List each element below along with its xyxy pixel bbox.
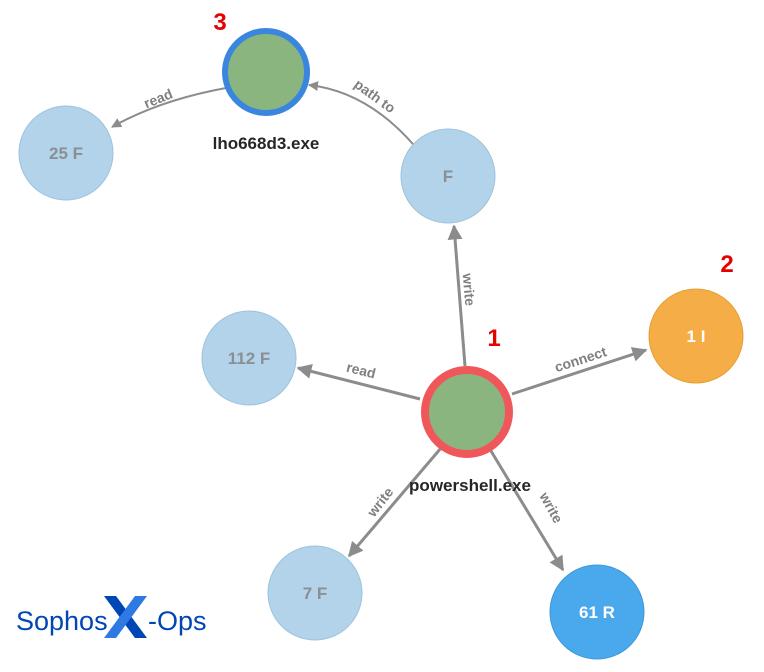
node-label-f25: 25 F: [49, 144, 83, 163]
marker-2: 2: [720, 251, 733, 278]
sophos-x-ops-logo: Sophos -Ops: [16, 596, 207, 638]
edge-labels: read path to write connect read write wr…: [141, 76, 608, 526]
node-f25[interactable]: 25 F: [18, 105, 114, 201]
node-f7[interactable]: 7 F: [267, 545, 363, 641]
edge-f-to-lho[interactable]: [308, 81, 419, 151]
edges: [111, 81, 648, 572]
node-label-f7: 7 F: [303, 584, 328, 603]
node-label-r61: 61 R: [579, 603, 615, 622]
node-caption-powershell: powershell.exe: [409, 476, 531, 495]
logo-text-sophos: Sophos: [16, 606, 108, 636]
node-f112[interactable]: 112 F: [201, 310, 297, 406]
edge-ps-to-ip[interactable]: [511, 347, 648, 396]
x-logo-icon: [104, 596, 147, 638]
edge-label-ps-write-r61: write: [536, 489, 566, 526]
edge-label-ps-write-f7: write: [363, 484, 396, 521]
nodes: lho668d3.exe 25 F F 1 I 112 F powershell…: [18, 28, 744, 660]
logo-text-ops: -Ops: [148, 606, 207, 636]
markers: 3 2 1: [213, 9, 733, 352]
edge-ps-to-f[interactable]: [447, 224, 467, 367]
edge-ps-to-f7[interactable]: [347, 447, 443, 558]
edge-label-ps-write-f: write: [459, 272, 478, 307]
node-lho668d3[interactable]: lho668d3.exe: [213, 28, 320, 153]
node-label-f112: 112 F: [228, 349, 271, 368]
node-f-single[interactable]: F: [400, 128, 496, 224]
node-caption-lho: lho668d3.exe: [213, 134, 320, 153]
node-label-ip: 1 I: [687, 327, 706, 346]
edge-ps-to-f112[interactable]: [296, 364, 421, 401]
node-ip[interactable]: 1 I: [648, 288, 744, 384]
edge-ps-to-r61[interactable]: [489, 450, 565, 572]
edge-label-ps-read: read: [345, 359, 378, 382]
node-label-f-single: F: [443, 167, 453, 186]
edge-label-lho-read: read: [141, 85, 174, 111]
node-powershell[interactable]: powershell.exe: [409, 366, 531, 495]
marker-3: 3: [213, 9, 226, 36]
marker-1: 1: [487, 325, 500, 352]
node-r61[interactable]: 61 R: [549, 564, 645, 660]
edge-lho-to-f25[interactable]: [111, 87, 227, 128]
